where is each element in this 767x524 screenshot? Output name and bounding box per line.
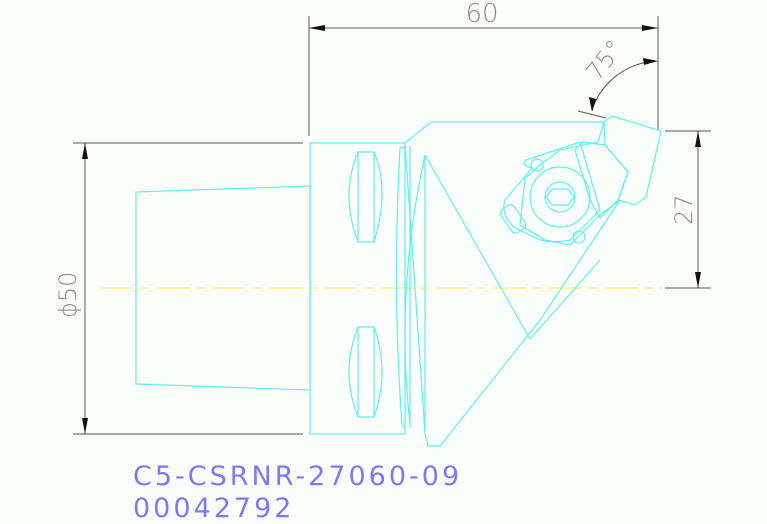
key-slot-lower [348,326,383,418]
part-number: C5-CSRNR-27060-09 [133,461,463,492]
screw [529,166,591,228]
insert [603,115,662,206]
insert-seat [574,141,629,219]
hex-socket-icon [545,188,575,206]
key-slot-upper [348,151,383,243]
dimension-diameter: ϕ50 [54,142,303,435]
dimension-length-value: 60 [465,0,498,29]
head-chamfer-line [424,154,531,340]
dimension-length: 60 [308,0,659,136]
collar-left [395,146,406,429]
dimension-angle-value: 75° [581,35,629,86]
flange [309,142,406,435]
tool-head [404,121,621,447]
collar-curve [404,154,426,426]
arrow-left-icon [309,25,325,31]
dimension-offset-value: 27 [670,194,698,225]
item-code: 00042792 [133,493,295,524]
dimension-diameter-value: ϕ50 [54,272,82,318]
clamp [499,141,601,244]
dimension-angle: 75° [577,35,658,119]
arrow-right-icon [642,25,658,31]
dimension-offset: 27 [665,130,711,289]
